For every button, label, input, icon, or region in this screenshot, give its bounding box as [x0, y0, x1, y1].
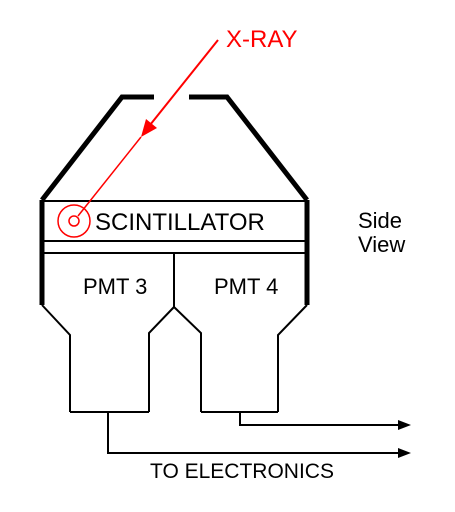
pmt4-signal-cable — [239, 412, 398, 426]
xray-path — [57, 39, 219, 238]
housing-right-shoulder — [189, 94, 309, 202]
interaction-outer-ring — [57, 204, 91, 238]
pmt3-signal-cable — [107, 412, 398, 454]
signal-cables — [107, 412, 398, 454]
pmt4-arrowhead — [398, 420, 411, 430]
cable-arrowheads — [398, 420, 411, 458]
xray-track-line — [77, 136, 142, 217]
pmt3-left-taper — [41, 304, 71, 412]
scintillator-label: SCINTILLATOR — [95, 209, 265, 236]
pmt4-right-taper — [277, 304, 308, 412]
side-view-label-line2: View — [358, 232, 405, 257]
xray-label: X-RAY — [226, 26, 298, 53]
housing-left-shoulder — [40, 94, 154, 202]
to-electronics-label: TO ELECTRONICS — [150, 460, 334, 483]
pmt4-label: PMT 4 — [214, 274, 278, 299]
pmt4-left-taper — [173, 306, 202, 412]
side-view-label-line1: Side — [358, 208, 402, 233]
xray-arrow-line — [149, 39, 219, 126]
pmt3-label: PMT 3 — [83, 274, 147, 299]
pmt3-right-taper — [148, 306, 175, 412]
xray-arrowhead — [141, 119, 157, 137]
interaction-inner-ring — [68, 215, 80, 227]
pmt3-arrowhead — [398, 448, 411, 458]
